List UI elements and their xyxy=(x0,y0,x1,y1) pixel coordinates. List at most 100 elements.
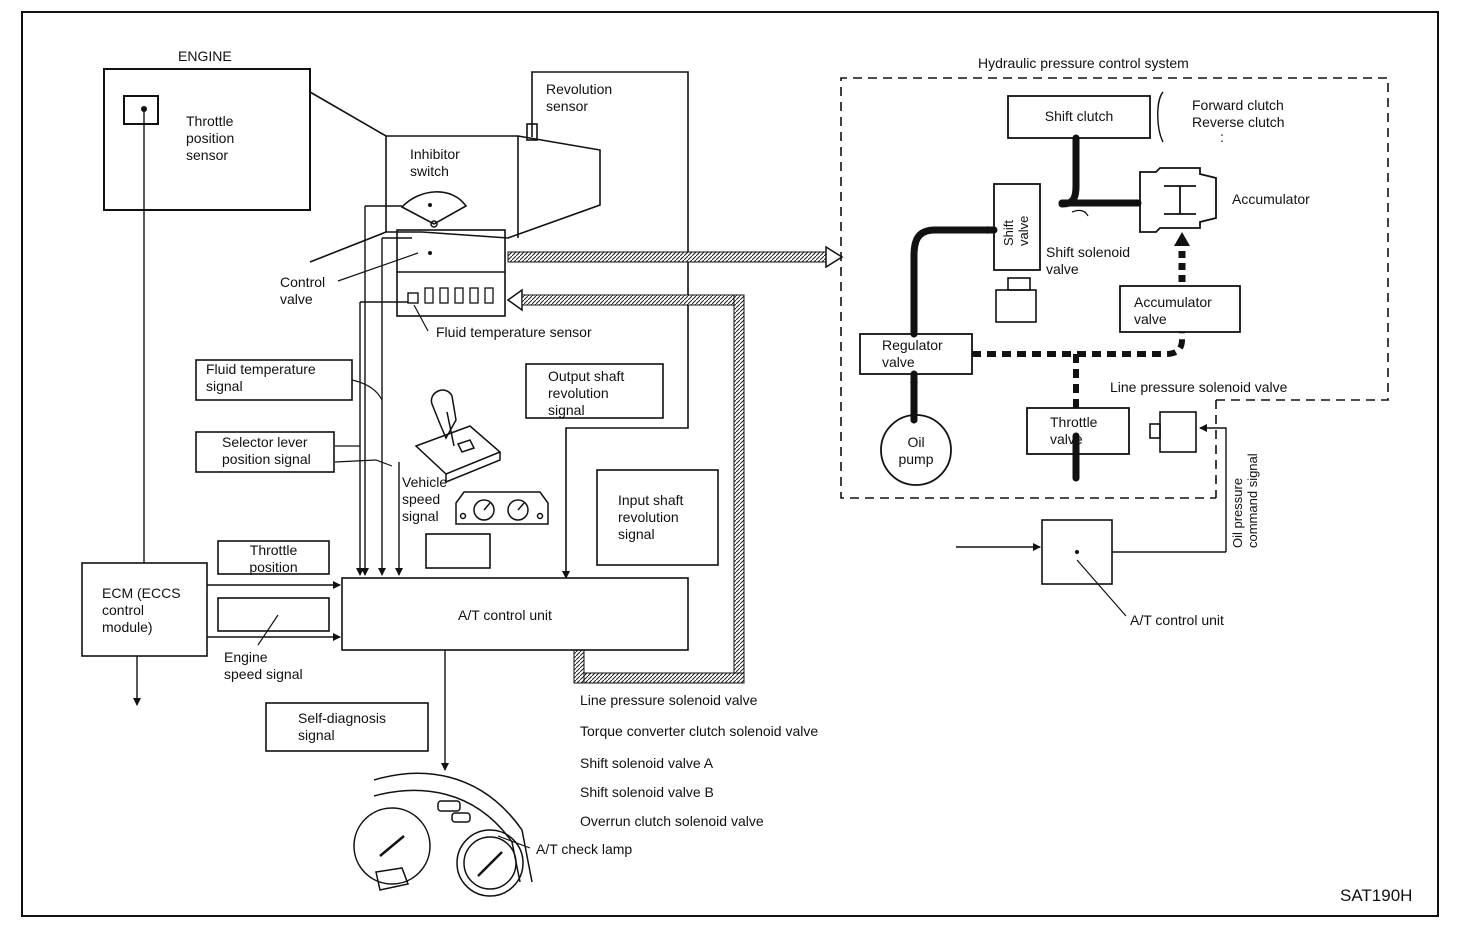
inhibitor-switch-label-line: switch xyxy=(410,163,449,179)
clutch-list-item: Forward clutch xyxy=(1192,97,1284,113)
throttle-position-sensor-label-line: Throttle xyxy=(186,113,234,129)
revolution-sensor-label: Revolution sensor xyxy=(546,81,612,115)
selector-lever-position-signal-label-line: Selector lever xyxy=(222,434,308,450)
revolution-sensor-label-line: Revolution xyxy=(546,81,613,97)
input-shaft-revolution-signal-label: Input shaft revolution signal xyxy=(618,492,683,543)
shift-valve-label-line: valve xyxy=(1016,215,1031,246)
selector-lever-position-signal-box xyxy=(195,431,335,473)
oil-pressure-command-signal-label: Oil pressure command signal xyxy=(1230,453,1260,548)
revolution-sensor-label-line: sensor xyxy=(546,98,589,114)
output-shaft-revolution-signal-label-line: Output shaft xyxy=(548,368,625,384)
ecm-label-line: ECM (ECCS xyxy=(102,585,181,601)
output-shaft-signal-box xyxy=(525,363,664,419)
regulator-valve-label: Regulator valve xyxy=(882,337,943,371)
engine-speed-signal-label-line: speed signal xyxy=(224,666,303,682)
line-pressure-solenoid-valve-label: Line pressure solenoid valve xyxy=(1110,379,1288,395)
throttle-position-label: Throttle position xyxy=(218,542,329,576)
solenoid-list-item: Torque converter clutch solenoid valve xyxy=(580,723,819,739)
vehicle-speed-signal-label-line: Vehicle xyxy=(402,474,448,490)
vehicle-speed-signal-label-line: signal xyxy=(402,508,439,524)
oil-pump-label-line: pump xyxy=(898,451,934,467)
accumulator-label: Accumulator xyxy=(1232,191,1310,207)
shift-solenoid-valve-label-line: valve xyxy=(1046,261,1079,277)
shift-clutch-label: Shift clutch xyxy=(1044,108,1114,124)
clutch-list-item: Reverse clutch xyxy=(1192,114,1285,130)
oil-pressure-command-signal-label-line: Oil pressure xyxy=(1230,477,1245,548)
inhibitor-switch-label-line: Inhibitor xyxy=(410,146,460,162)
fluid-temperature-signal-label-line: signal xyxy=(206,378,243,394)
oil-pump-icon xyxy=(880,414,952,486)
engine-speed-box xyxy=(217,597,330,632)
at-control-unit-right-label: A/T control unit xyxy=(1130,612,1224,628)
instrument-cluster-icon xyxy=(353,772,533,897)
shift-solenoid-valve-label-line: Shift solenoid xyxy=(1046,244,1131,260)
control-valve-label-line: Control xyxy=(280,274,326,290)
selector-lever-position-signal-label-line: position signal xyxy=(222,451,311,467)
hydraulic-line-to-system xyxy=(507,251,829,263)
throttle-position-sensor-box xyxy=(123,95,159,125)
regulator-valve-label-line: Regulator xyxy=(882,337,943,353)
fluid-temperature-signal-label-line: Fluid temperature xyxy=(206,361,316,377)
self-diagnosis-signal-box xyxy=(265,702,429,752)
revolution-sensor xyxy=(526,123,538,141)
shift-valve-label-line: Shift xyxy=(1001,219,1016,246)
self-diagnosis-signal-label-line: signal xyxy=(298,727,335,743)
engine-speed-signal-label-line: Engine xyxy=(224,649,268,665)
line-pressure-solenoid-icon xyxy=(1149,411,1197,453)
figure-frame xyxy=(21,11,1439,917)
accumulator-icon xyxy=(1139,167,1217,233)
selector-lever-position-signal-label: Selector lever position signal xyxy=(222,434,311,468)
shift-solenoid-icon xyxy=(995,277,1037,323)
selector-lever-icon xyxy=(414,389,502,484)
solenoid-list-item: Line pressure solenoid valve xyxy=(580,692,758,708)
throttle-position-label-line: Throttle xyxy=(249,542,298,558)
hydraulic-system-title: Hydraulic pressure control system xyxy=(978,55,1189,71)
control-valve-label-line: valve xyxy=(280,291,313,307)
shift-solenoid-valve-label: Shift solenoid valve xyxy=(1046,244,1130,278)
accumulator-valve-label-line: Accumulator xyxy=(1134,294,1212,310)
output-shaft-revolution-signal-label-line: signal xyxy=(548,402,585,418)
fluid-temperature-sensor-label: Fluid temperature sensor xyxy=(436,324,592,340)
shift-valve-box xyxy=(993,183,1041,271)
control-valve-label: Control valve xyxy=(280,274,325,308)
throttle-valve-label-line: Throttle xyxy=(1050,414,1098,430)
input-shaft-revolution-signal-label-line: signal xyxy=(618,526,655,542)
throttle-position-sensor-label-line: sensor xyxy=(186,147,229,163)
throttle-position-box xyxy=(217,540,330,575)
solenoid-list-item: Overrun clutch solenoid valve xyxy=(580,813,764,829)
throttle-valve-label: Throttle valve xyxy=(1050,414,1097,448)
throttle-position-sensor-label: Throttle position sensor xyxy=(186,113,234,164)
self-diagnosis-signal-label-line: Self-diagnosis xyxy=(298,710,386,726)
input-shaft-revolution-signal-label-line: Input shaft xyxy=(618,492,684,508)
at-control-unit-main-label: A/T control unit xyxy=(458,607,552,623)
regulator-valve-label-line: valve xyxy=(882,354,915,370)
solenoid-list-item: Shift solenoid valve B xyxy=(580,784,714,800)
fluid-temperature-signal-label: Fluid temperature signal xyxy=(206,361,316,395)
oil-pressure-command-signal-label-line: command signal xyxy=(1245,453,1260,548)
throttle-valve-label-line: valve xyxy=(1050,431,1083,447)
transmission-housing xyxy=(309,91,601,263)
shift-valve-label: Shift valve xyxy=(1001,216,1031,246)
output-shaft-revolution-signal-label-line: revolution xyxy=(548,385,609,401)
engine-speed-signal-label: Engine speed signal xyxy=(224,649,303,683)
vehicle-speed-signal-label-line: speed xyxy=(402,491,441,507)
oil-pump-label-line: Oil xyxy=(907,434,925,450)
fluid-temperature-signal-box xyxy=(195,359,353,401)
ecm-label-line: control xyxy=(102,602,145,618)
figure-code: SAT190H xyxy=(1340,886,1413,905)
at-check-lamp-label: A/T check lamp xyxy=(536,841,633,857)
control-valve-body xyxy=(396,229,506,317)
clutch-list-item: : xyxy=(1220,129,1224,145)
ecm-label: ECM (ECCS control module) xyxy=(102,585,181,636)
solenoid-list-item: Shift solenoid valve A xyxy=(580,755,714,771)
speedometer-icon xyxy=(455,491,549,525)
self-diagnosis-signal-label: Self-diagnosis signal xyxy=(298,710,386,744)
inhibitor-switch-label: Inhibitor switch xyxy=(410,146,460,180)
engine-label: ENGINE xyxy=(178,48,232,64)
inhibitor-switch xyxy=(400,191,468,225)
throttle-position-label-line: position xyxy=(249,559,298,575)
hydraulic-system-dashed-frame xyxy=(840,77,1389,499)
input-shaft-revolution-signal-label-line: revolution xyxy=(618,509,679,525)
accumulator-valve-label: Accumulator valve xyxy=(1134,294,1212,328)
